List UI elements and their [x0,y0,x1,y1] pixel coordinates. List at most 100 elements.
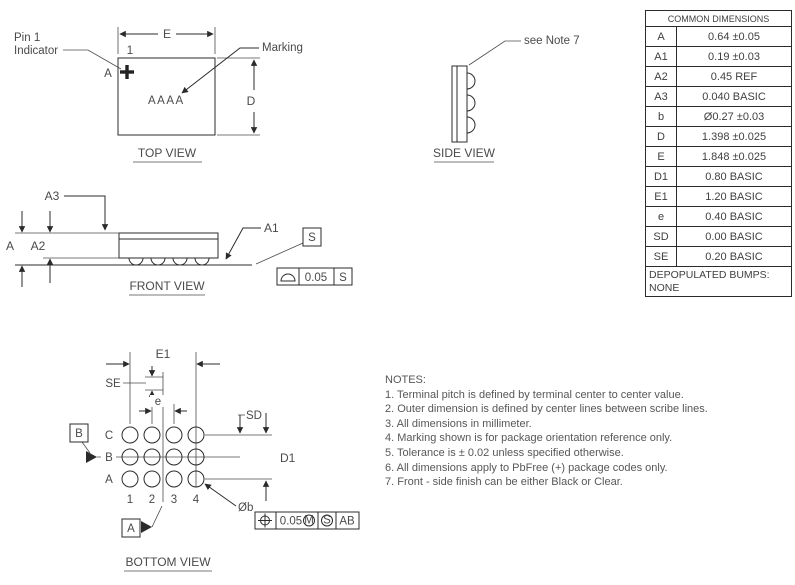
datum-a-label: A [127,523,135,535]
fcf-modifier-s: S [323,515,331,527]
dim-symbol: A2 [645,66,677,87]
row-label-b: B [105,452,113,464]
marking-label: Marking [262,42,303,54]
top-view-title: TOP VIEW [138,146,197,160]
position-control-frame: 0.05 M S AB [254,511,360,530]
col-label-2: 2 [149,494,155,506]
dim-symbol: D [645,126,677,147]
note-item: 2. Outer dimension is defined by center … [385,403,708,416]
dim-symbol: E [645,146,677,167]
dim-value: 0.040 BASIC [676,86,792,107]
dim-e1-label: E1 [156,347,171,361]
flatness-control-frame: 0.05 S [276,267,353,286]
datum-b-label: B [75,428,83,440]
dim-a1-label: A1 [264,221,279,235]
package-profile [451,65,468,143]
front-view-title: FRONT VIEW [129,279,205,293]
note-item: 4. Marking shown is for package orientat… [385,432,673,445]
note-item: 1. Terminal pitch is defined by terminal… [385,388,684,401]
dim-symbol: D1 [645,166,677,187]
side-view: see Note 7 SIDE VIEW [433,35,580,163]
row-label-c: C [105,430,113,442]
marking-text: AAAA [148,95,185,107]
datum-b-triangle-icon [86,451,97,463]
pin1-leader-line [63,49,122,70]
datum-a-box [121,518,141,538]
dim-value: 0.40 BASIC [676,206,792,227]
dim-symbol: SD [645,226,677,247]
note-item: 7. Front - side finish can be either Bla… [385,476,623,489]
dim-b-label: Øb [238,502,253,514]
dim-symbol: b [645,106,677,127]
note-item: 3. All dimensions in millimeter. [385,417,532,430]
note-item: 6. All dimensions apply to PbFree (+) pa… [385,461,668,474]
dim-a3-label: A3 [45,189,60,203]
bump-array [121,426,205,488]
dim-se-label: SE [105,378,121,390]
dim-value: 1.20 BASIC [676,186,792,207]
row-label-a: A [105,474,113,486]
package-body [118,232,219,259]
a1-leader-line [225,227,261,260]
dim-d1-label: D1 [280,451,296,465]
pin1-label-line1: Pin 1 [14,32,40,44]
table-title: COMMON DIMENSIONS [645,10,792,27]
datum-s-label: S [308,232,316,244]
dim-value: 1.398 ±0.025 [676,126,792,147]
dim-value: 0.20 BASIC [676,246,792,267]
marking-leader-line [181,47,259,94]
dim-a-label: A [6,239,14,253]
dim-value: Ø0.27 ±0.03 [676,106,792,127]
dim-value: 1.848 ±0.025 [676,146,792,167]
pin1-number: 1 [127,45,133,57]
depopulated-bumps-cell: DEPOPULATED BUMPS: NONE [645,266,792,297]
side-view-title: SIDE VIEW [433,146,496,160]
col-label-3: 3 [171,494,177,506]
dim-value: 0.64 ±0.05 [676,26,792,47]
dim-value: 0.80 BASIC [676,166,792,187]
dim-symbol: A [645,26,677,47]
bottom-view: E1 SE e SD D1 1 2 3 4 C B [69,347,360,572]
fcf-tolerance: 0.05 [280,516,302,528]
dim-sd-label: SD [246,410,262,422]
fcf-datum: S [339,272,347,284]
fcf-tolerance: 0.05 [305,272,327,284]
position-symbol-icon [258,513,272,528]
fcf-modifier-m: M [304,515,314,527]
datum-a-triangle-icon [141,521,152,533]
col-label-4: 4 [193,494,200,506]
note-leader-line [468,40,521,66]
mmc-modifier-icon [303,514,315,527]
notes-title: NOTES: [385,374,426,386]
dim-symbol: e [645,206,677,227]
depopulated-bumps-value: NONE [649,281,680,294]
dim-symbol: SE [645,246,677,267]
notes: NOTES: 1. Terminal pitch is defined by t… [385,373,789,490]
dim-value: 0.00 BASIC [676,226,792,247]
datum-a-label: A [104,68,112,80]
dim-symbol: A3 [645,86,677,107]
dim-e-label: E [163,27,171,41]
fcf-datums: AB [339,516,355,528]
dim-value: 0.45 REF [676,66,792,87]
front-view: A A2 A3 A1 S 0.05 S FRONT VIEW [6,189,353,296]
depopulated-bumps-label: DEPOPULATED BUMPS: [649,269,770,281]
dim-e-pitch-label: e [155,396,161,408]
note-item: 5. Tolerance is ± 0.02 unless specified … [385,446,624,459]
dim-symbol: A1 [645,46,677,67]
see-note-label: see Note 7 [524,35,580,47]
